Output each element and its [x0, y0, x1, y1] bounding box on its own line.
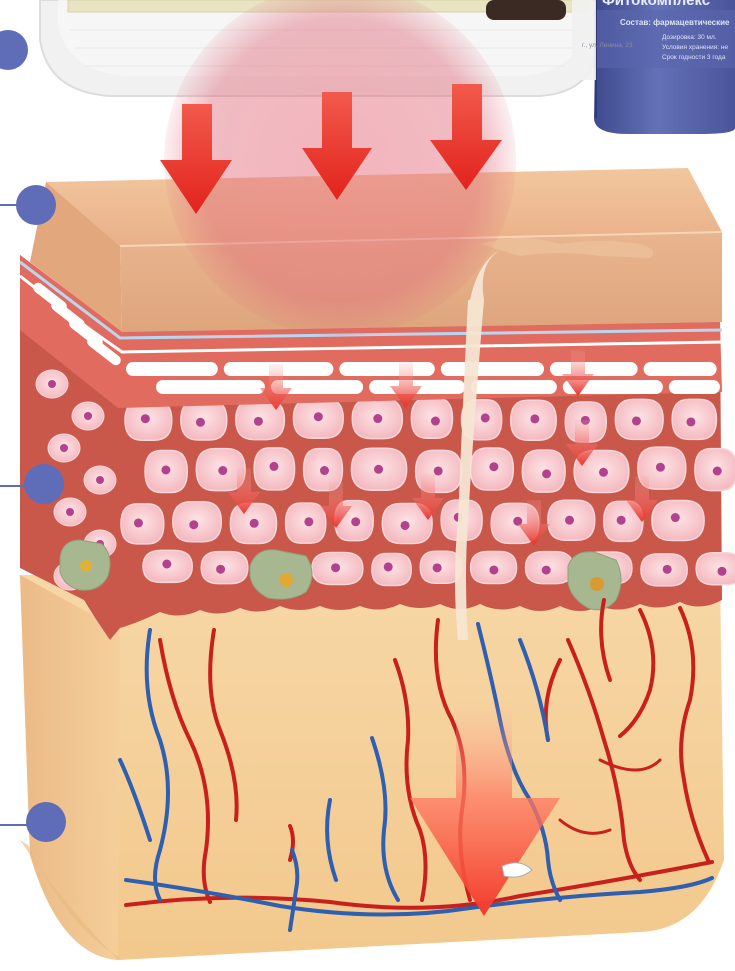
cell-nucleus — [96, 476, 104, 484]
cell-nucleus — [632, 416, 641, 425]
cell-nucleus — [401, 521, 410, 530]
cell-nucleus — [216, 565, 225, 574]
cell-nucleus — [686, 417, 695, 426]
cell-nucleus — [250, 519, 259, 528]
epidermis-cell — [696, 553, 735, 585]
layer-marker-dermis — [26, 802, 66, 842]
cell-nucleus — [162, 559, 171, 568]
corneocyte — [126, 362, 218, 376]
cell-nucleus — [434, 466, 443, 475]
cell-nucleus — [60, 444, 68, 452]
cell-nucleus — [254, 417, 263, 426]
corneocyte — [156, 380, 265, 394]
cell-nucleus — [134, 518, 143, 527]
cell-nucleus — [542, 566, 551, 575]
corneocyte — [644, 362, 717, 376]
product-address: г., ул. Ленина, 23 — [582, 42, 633, 49]
cell-nucleus — [565, 516, 574, 525]
cell-nucleus — [161, 465, 170, 474]
cell-nucleus — [717, 567, 726, 576]
cell-nucleus — [433, 563, 442, 572]
cell-nucleus — [66, 508, 74, 516]
cell-nucleus — [141, 414, 150, 423]
epidermis-cell — [411, 398, 452, 438]
cell-nucleus — [489, 462, 498, 471]
cell-nucleus — [384, 562, 393, 571]
cell-nucleus — [189, 520, 198, 529]
cell-nucleus — [671, 513, 680, 522]
layer-marker-surface — [16, 185, 56, 225]
cell-nucleus — [84, 412, 92, 420]
cell-nucleus — [218, 466, 227, 475]
corneocyte — [550, 362, 638, 376]
corneocyte — [441, 362, 544, 376]
cell-nucleus — [269, 462, 278, 471]
cell-nucleus — [656, 463, 665, 472]
cell-nucleus — [599, 468, 608, 477]
cell-nucleus — [713, 466, 722, 475]
cell-nucleus — [304, 517, 313, 526]
corneocyte — [669, 380, 720, 394]
cell-nucleus — [374, 465, 383, 474]
cell-nucleus — [196, 418, 205, 427]
cell-nucleus — [48, 380, 56, 388]
cell-nucleus — [320, 466, 329, 475]
cell-nucleus — [373, 414, 382, 423]
cell-nucleus — [431, 417, 440, 426]
cell-nucleus — [481, 413, 490, 422]
layer-marker-epidermis — [24, 464, 64, 504]
corneocyte — [471, 380, 557, 394]
cell-nucleus — [530, 414, 539, 423]
cell-nucleus — [351, 517, 360, 526]
cell-nucleus — [542, 469, 551, 478]
cell-nucleus — [489, 565, 498, 574]
cell-nucleus — [314, 412, 323, 421]
cell-nucleus — [663, 565, 672, 574]
cell-nucleus — [331, 563, 340, 572]
corneocyte — [339, 362, 434, 376]
cell-nucleus — [617, 516, 626, 525]
